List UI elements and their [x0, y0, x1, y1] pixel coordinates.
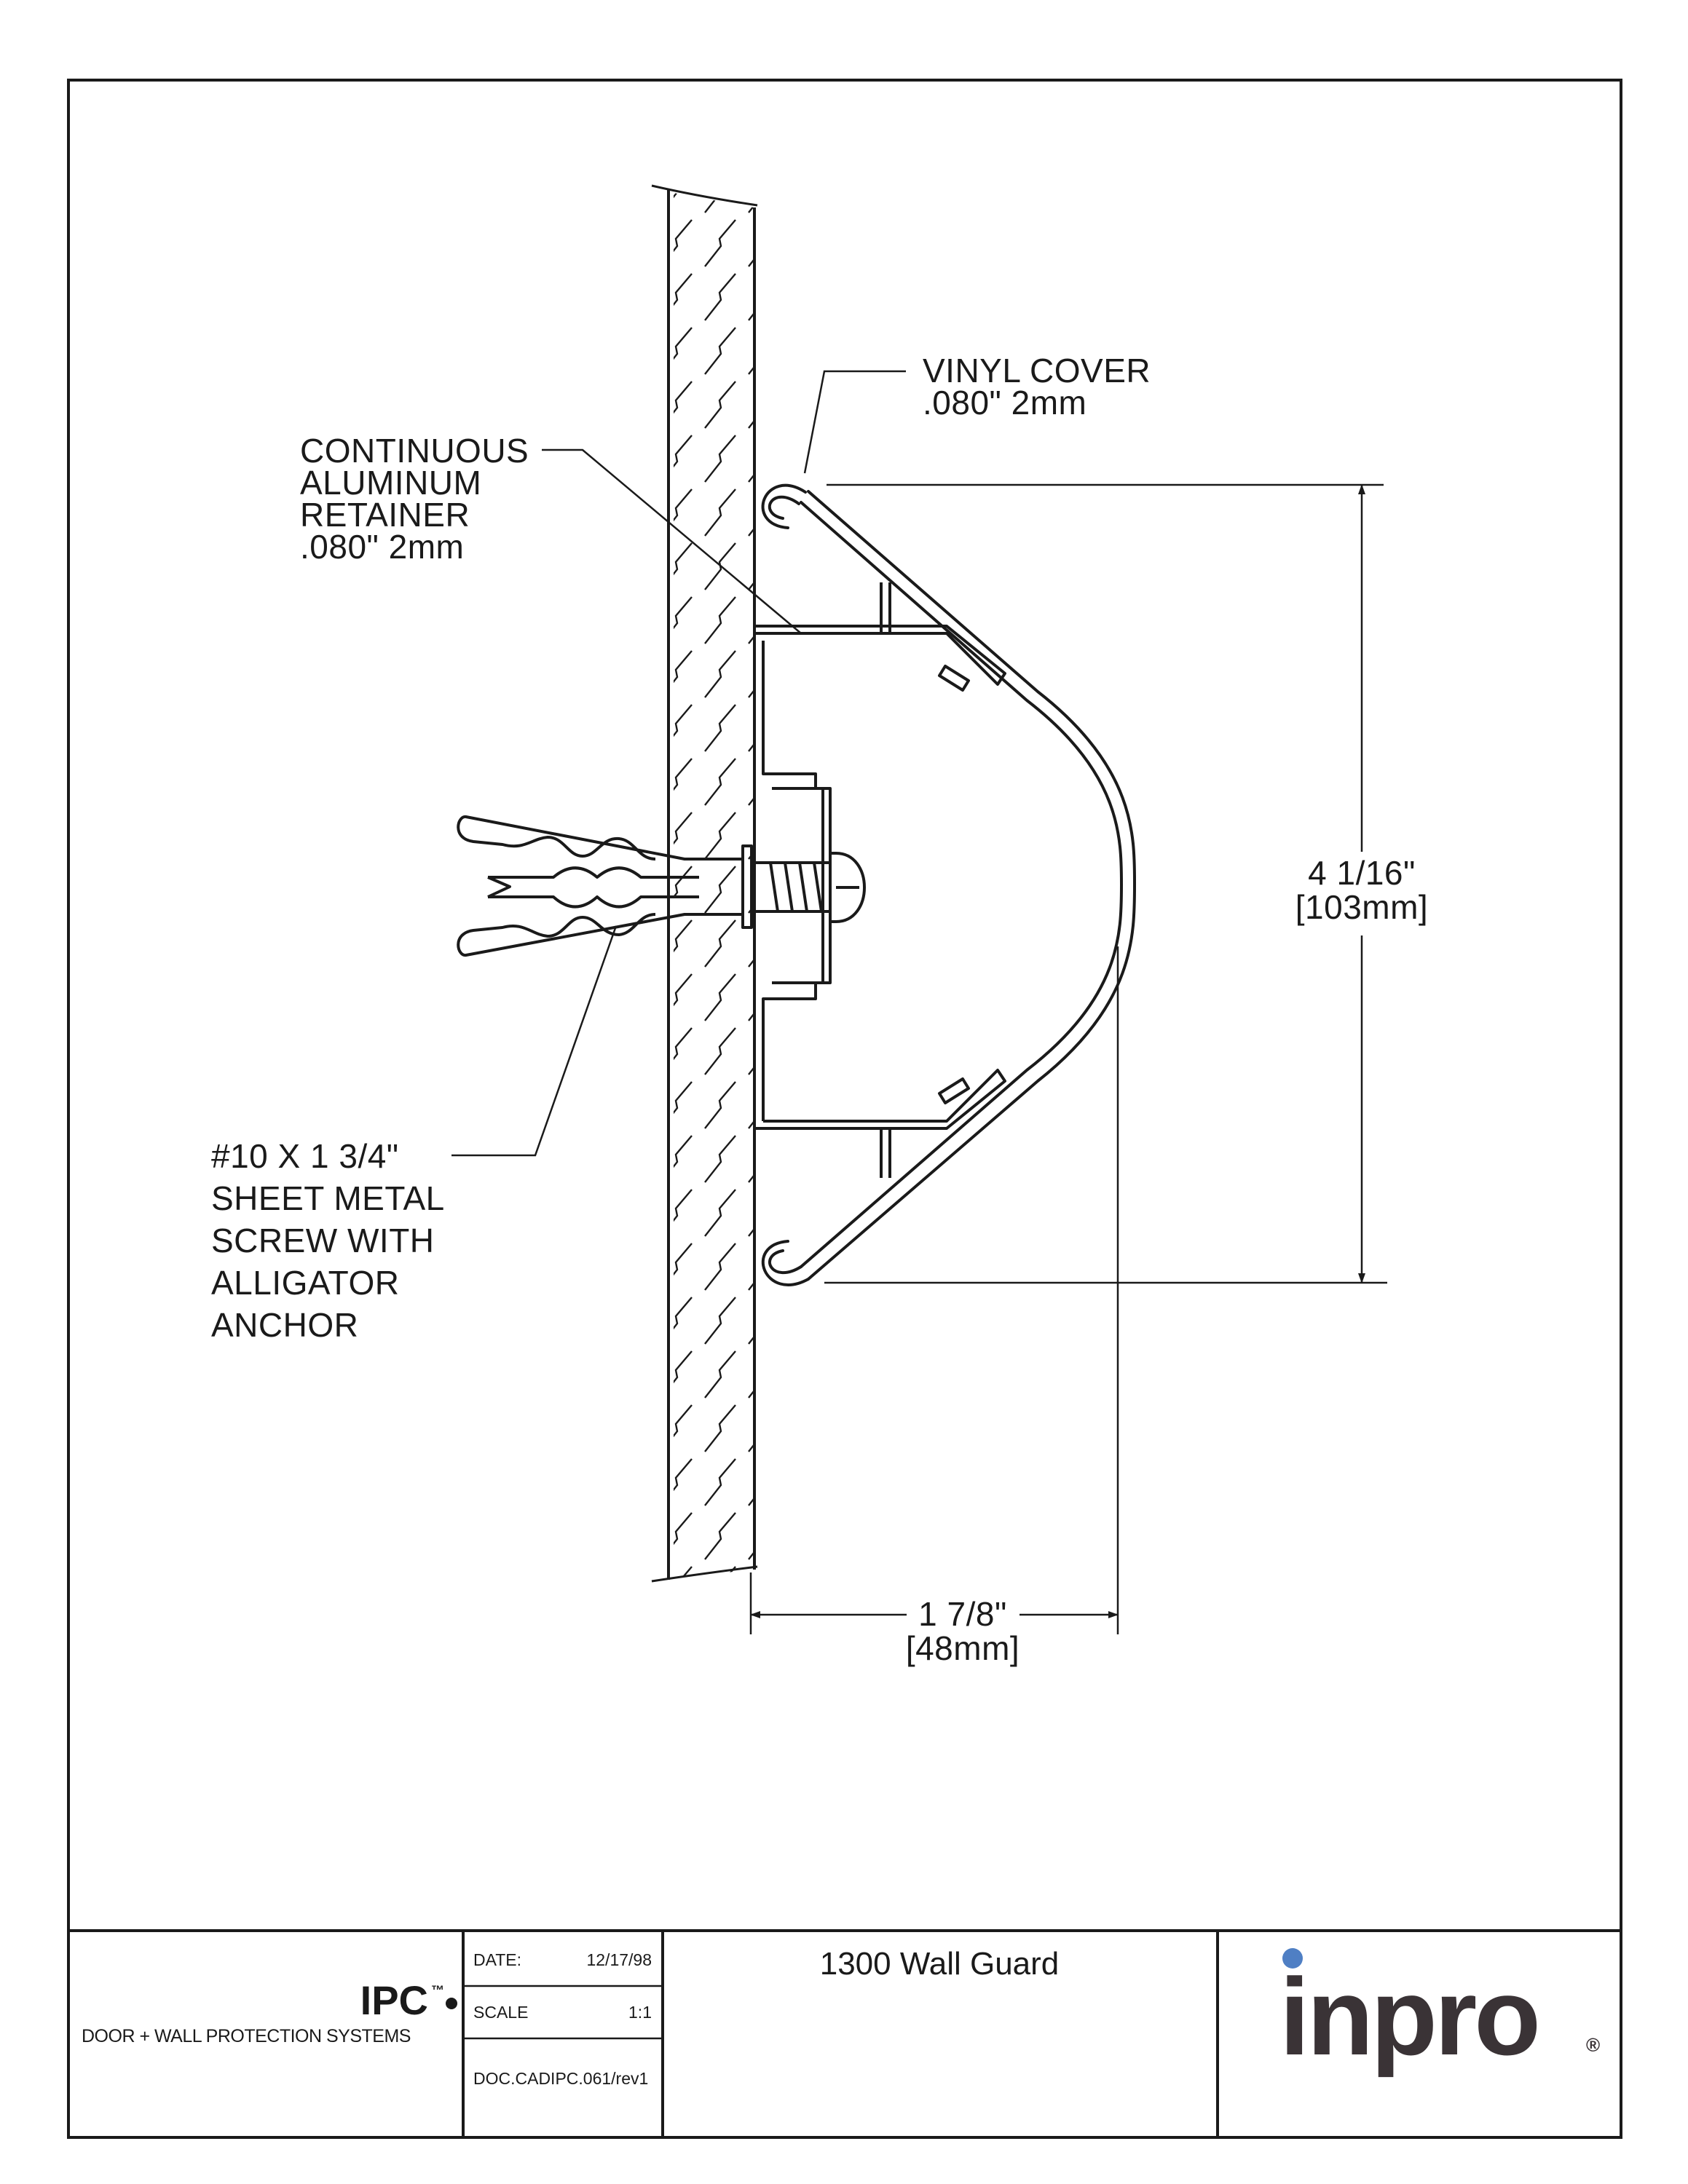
date-value: 12/17/98	[586, 1950, 652, 1969]
vinyl-cover	[761, 483, 1137, 1286]
height-dimension-imperial: 4 1/16"	[1308, 854, 1416, 892]
title-block	[68, 1929, 1621, 2137]
screw-label-line-3: SCREW WITH	[211, 1222, 435, 1259]
retainer-label-line-4: .080" 2mm	[300, 528, 464, 566]
drawing-title: 1300 Wall Guard	[820, 1946, 1060, 1982]
inpro-registered-mark: ®	[1586, 2034, 1600, 2056]
sheet-border	[67, 79, 1622, 2139]
ipc-tagline: DOOR + WALL PROTECTION SYSTEMS	[82, 2026, 411, 2046]
scale-value: 1:1	[628, 2003, 652, 2022]
inpro-logo-dot	[1282, 1948, 1303, 1969]
depth-dimension-imperial: 1 7/8"	[918, 1595, 1007, 1633]
retainer-label-line-2: ALUMINUM	[300, 464, 481, 502]
ipc-trademark: ™	[431, 1983, 444, 1998]
screw-label-line-5: ANCHOR	[211, 1306, 358, 1344]
depth-dimension-metric: [48mm]	[906, 1629, 1019, 1667]
retainer-label-line-3: RETAINER	[300, 496, 470, 534]
wall-section	[651, 184, 758, 1583]
leader-lines	[451, 370, 906, 1157]
dimension-lines	[749, 483, 1387, 1634]
screw-label-line-2: SHEET METAL	[211, 1179, 445, 1217]
screw-label-line-1: #10 X 1 3/4"	[211, 1137, 399, 1175]
inpro-logo: inpro	[1279, 1955, 1538, 2078]
date-label: DATE:	[473, 1950, 521, 1969]
height-dimension-metric: [103mm]	[1295, 888, 1428, 926]
screw-and-alligator-anchor	[457, 815, 866, 957]
screw-label-line-4: ALLIGATOR	[211, 1264, 399, 1302]
ipc-dot	[446, 1998, 457, 2009]
ipc-brand: IPC	[360, 1977, 428, 2023]
vinyl-cover-label: VINYL COVER	[923, 352, 1151, 389]
retainer-label-line-1: CONTINUOUS	[300, 432, 529, 470]
scale-label: SCALE	[473, 2003, 528, 2022]
document-code: DOC.CADIPC.061/rev1	[473, 2069, 648, 2088]
vinyl-cover-thickness-label: .080" 2mm	[923, 384, 1086, 422]
